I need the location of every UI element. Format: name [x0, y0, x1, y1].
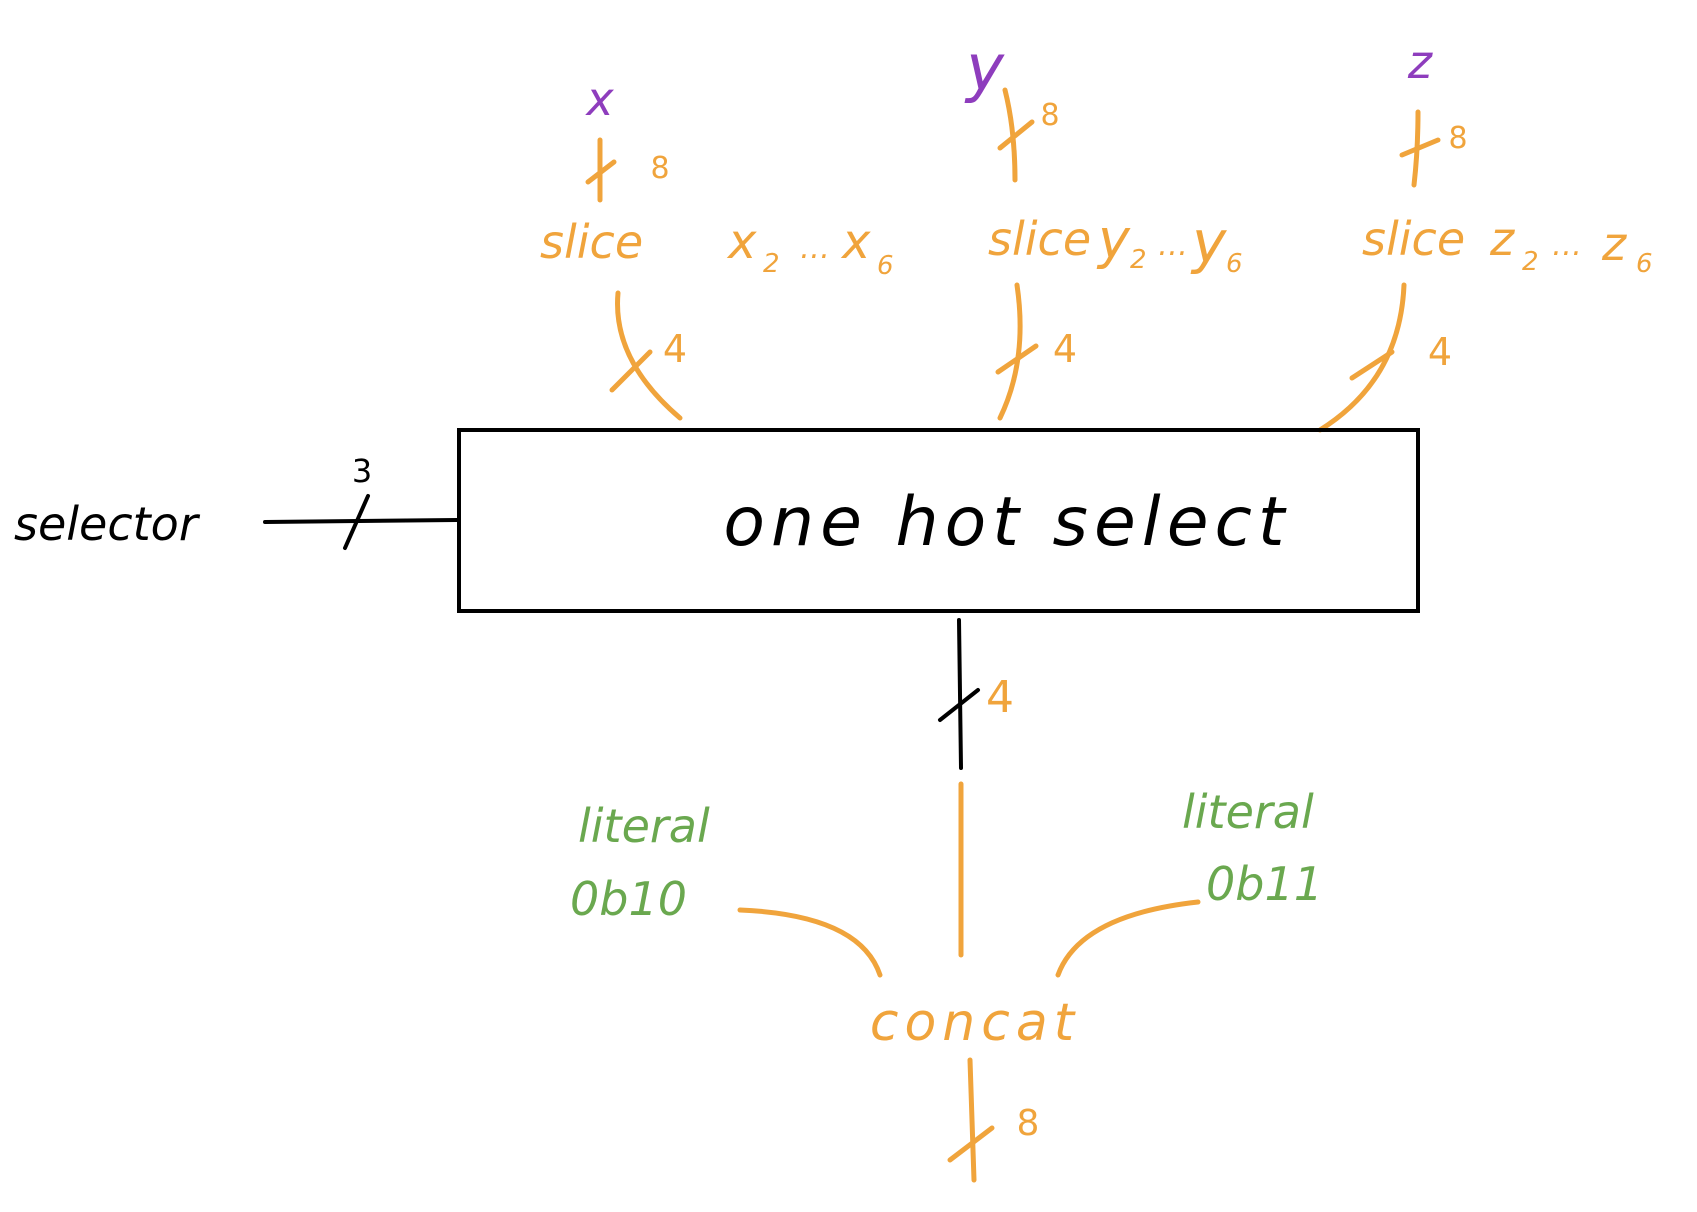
input-x-width-tick [585, 159, 617, 185]
slice-x-range-end: x [840, 214, 871, 270]
slice-y-range-start: y [1096, 208, 1131, 271]
slice-y-range-end: y [1190, 208, 1227, 276]
slice-x-out-width-tick [609, 349, 653, 393]
literal-left-label: literal [578, 799, 710, 853]
concat-out-width: 8 [1017, 1103, 1040, 1144]
slice-x-dots: … [800, 231, 830, 266]
literal-left-value: 0b10 [570, 872, 687, 926]
concat-out-width-tick [947, 1125, 995, 1163]
selector-width-tick [343, 494, 370, 550]
slice-z-out-width: 4 [1428, 330, 1452, 374]
slice-y-start-sub: 2 [1130, 245, 1147, 275]
slice-z: slice z 2 … z 6 [1362, 212, 1653, 279]
one-hot-select-label: one hot select [723, 483, 1290, 562]
one-hot-out-wire [938, 618, 980, 770]
slice-y-out-wire [995, 282, 1039, 421]
slice-x: slice x 2 … x 6 [540, 214, 894, 281]
input-x-width: 8 [650, 151, 669, 186]
slice-y-end-sub: 6 [1226, 249, 1243, 279]
selector-wire [263, 494, 459, 550]
input-x-label: x [584, 72, 614, 126]
input-z-wire [1399, 109, 1441, 188]
slice-z-out-width-tick [1349, 349, 1395, 381]
concat-out-wire [947, 1057, 995, 1183]
input-z-label: z [1407, 35, 1433, 89]
slice-z-label: slice [1362, 212, 1465, 266]
literal-right-label: literal [1182, 785, 1314, 839]
input-x-wire [585, 137, 617, 203]
concat-label: concat [870, 993, 1080, 1053]
literal-right-value: 0b11 [1206, 857, 1323, 911]
input-y-width-tick [997, 119, 1035, 151]
slice-x-range-start: x [726, 214, 757, 270]
slice-y-dots: … [1158, 228, 1188, 263]
selector-width: 3 [352, 452, 372, 490]
slice-x-label: slice [540, 215, 643, 269]
slice-x-out-wire [609, 290, 683, 421]
slice-x-start-sub: 2 [763, 249, 780, 279]
slice-y-out-width: 4 [1053, 327, 1077, 371]
selector-label: selector [14, 497, 201, 551]
input-y-width: 8 [1040, 98, 1059, 133]
one-hot-out-width-tick [938, 688, 980, 722]
input-y-label: y [964, 32, 1005, 106]
literal-right-wire [1055, 899, 1201, 978]
slice-x-end-sub: 6 [877, 251, 894, 281]
slice-z-out-wire [1317, 282, 1407, 433]
slice-y-out-width-tick [995, 343, 1039, 375]
slice-y: slice y 2 … y 6 [988, 208, 1243, 279]
slice-z-range-end: z [1601, 217, 1627, 271]
input-y-wire [997, 87, 1035, 183]
input-z-width: 8 [1448, 121, 1467, 156]
slice-y-label: slice [988, 212, 1091, 266]
literal-left-wire [737, 907, 883, 978]
slice-z-start-sub: 2 [1522, 247, 1539, 277]
one-hot-select-block [457, 428, 1420, 613]
one-hot-out-width: 4 [986, 672, 1014, 723]
slice-z-dots: … [1552, 228, 1582, 263]
input-z-width-tick [1399, 137, 1441, 158]
slice-z-end-sub: 6 [1636, 249, 1653, 279]
slice-x-out-width: 4 [663, 327, 687, 371]
slice-z-range-start: z [1489, 212, 1515, 266]
